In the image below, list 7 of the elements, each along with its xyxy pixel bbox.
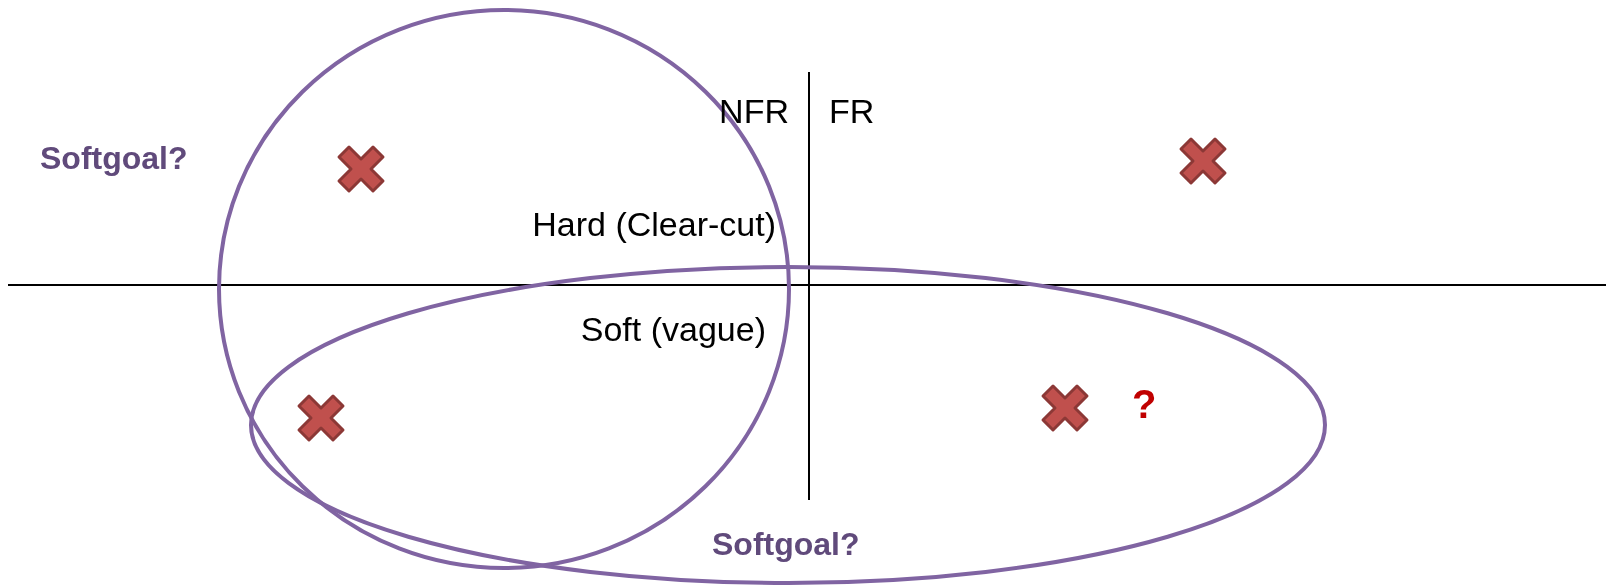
- softgoal-label: Softgoal?: [40, 142, 188, 174]
- quadrant-label: Hard (Clear-cut): [532, 207, 776, 241]
- axis-label: NFR: [719, 94, 789, 128]
- quadrant-label: Soft (vague): [580, 312, 766, 346]
- axis-label: FR: [829, 94, 875, 128]
- softgoal-label: Softgoal?: [712, 528, 860, 560]
- question-mark: ?: [1132, 384, 1157, 424]
